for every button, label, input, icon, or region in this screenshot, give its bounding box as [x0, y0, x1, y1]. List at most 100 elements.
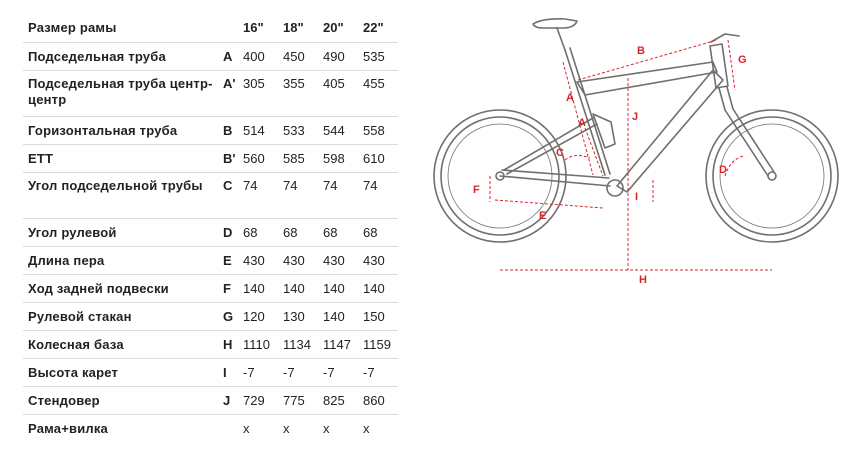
- row-value: 860: [358, 386, 398, 415]
- dimension-label-h: H: [639, 274, 647, 286]
- row-value: 535: [358, 42, 398, 71]
- row-code: J: [218, 386, 238, 415]
- row-value: x: [283, 420, 290, 436]
- row-value: 729: [238, 386, 278, 415]
- row-value: 560: [238, 144, 278, 173]
- stem: [710, 33, 740, 43]
- row-code: E: [218, 246, 238, 275]
- row-value: x: [243, 420, 250, 436]
- table-row: Ход задней подвески F 140 140 140 140: [23, 274, 398, 303]
- dimension-g-line: [727, 39, 736, 91]
- row-value: 1110: [238, 330, 278, 359]
- row-value: 130: [278, 302, 318, 331]
- row-value: 74: [318, 172, 358, 219]
- row-code: A': [218, 70, 238, 117]
- table-row: Угол рулевой D 68 68 68 68: [23, 218, 398, 247]
- row-value: 430: [358, 246, 398, 275]
- dimension-a-prime-line: [584, 127, 604, 177]
- row-value: 355: [278, 70, 318, 117]
- row-value: 598: [318, 144, 358, 173]
- row-value: -7: [238, 358, 278, 387]
- table-header-row: Размер рамы 16" 18" 20" 22": [23, 14, 398, 43]
- row-value: 140: [318, 302, 358, 331]
- row-value: 558: [358, 116, 398, 145]
- size-header: 22": [358, 14, 398, 43]
- table-row: Длина пера E 430 430 430 430: [23, 246, 398, 275]
- dimension-label-g: G: [738, 54, 747, 66]
- row-value: 68: [278, 218, 318, 247]
- row-value: 74: [278, 172, 318, 219]
- dimension-label-a: A: [566, 92, 574, 104]
- row-code: H: [218, 330, 238, 359]
- row-code: A: [218, 42, 238, 71]
- dimension-label-e: E: [539, 210, 546, 222]
- row-code: I: [218, 358, 238, 387]
- table-row: Подседельная труба центр-центр A' 305 35…: [23, 70, 398, 117]
- row-value: 450: [278, 42, 318, 71]
- row-value: 610: [358, 144, 398, 173]
- bottom-bracket: [606, 179, 624, 197]
- dimension-label-b: B: [637, 45, 645, 57]
- row-code: [218, 414, 238, 442]
- row-value: 514: [238, 116, 278, 145]
- row-value: 68: [238, 218, 278, 247]
- row-value: 140: [318, 274, 358, 303]
- dimension-label-a-prime: A': [578, 117, 589, 129]
- seat-tube: [564, 47, 611, 176]
- dimension-e-line: [494, 199, 604, 209]
- bike-frame-drawing: [433, 18, 839, 243]
- row-code: B': [218, 144, 238, 173]
- row-value: 405: [318, 70, 358, 117]
- row-value: x: [323, 420, 330, 436]
- size-header: 18": [278, 14, 318, 43]
- row-value: 74: [358, 172, 398, 219]
- code-header: [218, 14, 238, 43]
- table-row: Рулевой стакан G 120 130 140 150: [23, 302, 398, 331]
- row-value: 74: [238, 172, 278, 219]
- row-value: 533: [278, 116, 318, 145]
- row-value: -7: [278, 358, 318, 387]
- row-value: 585: [278, 144, 318, 173]
- row-name: Рулевой стакан: [23, 302, 218, 331]
- table-row: Подседельная труба A 400 450 490 535: [23, 42, 398, 71]
- front-wheel: [705, 109, 839, 243]
- table-row: ETT B' 560 585 598 610: [23, 144, 398, 173]
- saddle: [532, 18, 578, 29]
- fork: [718, 86, 775, 177]
- table-row: Стендовер J 729 775 825 860: [23, 386, 398, 415]
- table-row: Колесная база H 1110 1134 1147 1159: [23, 330, 398, 359]
- row-value: 430: [318, 246, 358, 275]
- frame-size-header: Размер рамы: [23, 14, 218, 43]
- row-value: 1147: [318, 330, 358, 359]
- row-value: 1134: [278, 330, 318, 359]
- row-value: 140: [358, 274, 398, 303]
- row-value: 400: [238, 42, 278, 71]
- row-name: Высота карет: [23, 358, 218, 387]
- row-name: Колесная база: [23, 330, 218, 359]
- table-row: Рама+вилка x x x x: [23, 414, 398, 442]
- row-value: 825: [318, 386, 358, 415]
- row-name: Стендовер: [23, 386, 218, 415]
- row-value: 68: [318, 218, 358, 247]
- row-name: ETT: [23, 144, 218, 173]
- bike-geometry-diagram: B G A A' J C D F I E H: [433, 18, 839, 286]
- row-value: 430: [238, 246, 278, 275]
- row-value: 305: [238, 70, 278, 117]
- row-code: B: [218, 116, 238, 145]
- down-tube: [616, 69, 724, 193]
- row-name: Подседельная труба центр-центр: [23, 70, 218, 117]
- table-row: Угол подседельной трубы C 74 74 74 74: [23, 172, 398, 219]
- top-tube: [576, 61, 718, 96]
- row-code: D: [218, 218, 238, 247]
- row-code: G: [218, 302, 238, 331]
- geometry-table: Размер рамы 16" 18" 20" 22" Подседельная…: [23, 14, 398, 442]
- row-value: 120: [238, 302, 278, 331]
- head-tube: [709, 43, 729, 89]
- row-value: -7: [358, 358, 398, 387]
- size-header: 20": [318, 14, 358, 43]
- row-value: 150: [358, 302, 398, 331]
- row-name: Ход задней подвески: [23, 274, 218, 303]
- rear-shock: [592, 113, 616, 149]
- size-header: 16": [238, 14, 278, 43]
- row-value: 775: [278, 386, 318, 415]
